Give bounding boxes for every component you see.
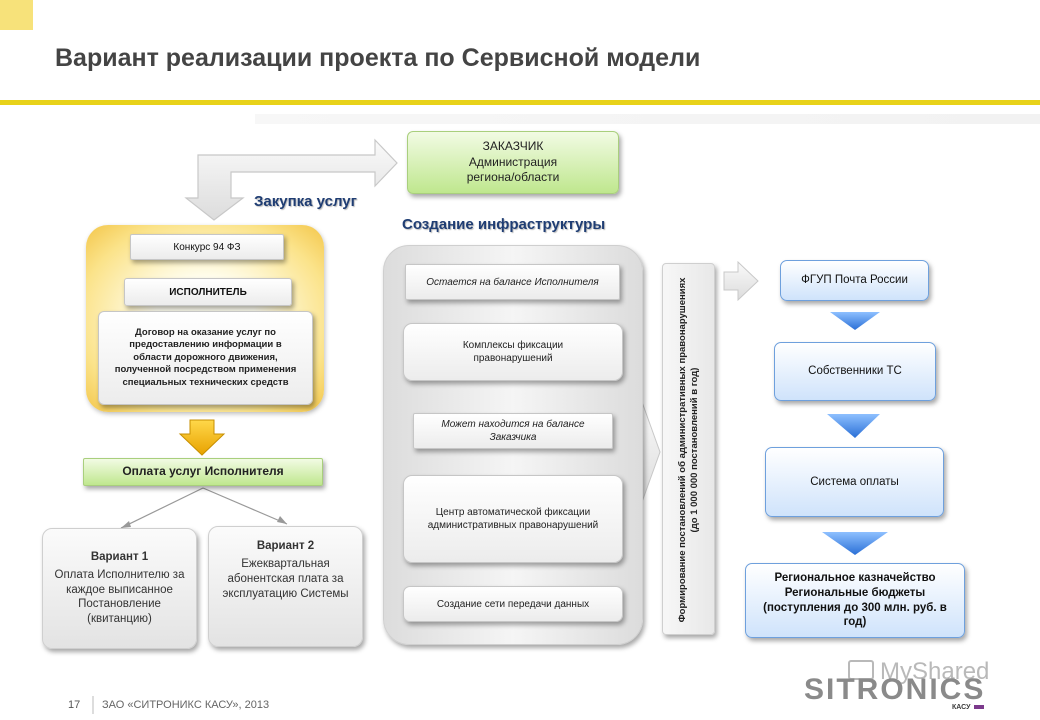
gold-down-arrow xyxy=(178,419,226,456)
infrastructure-title: Создание инфраструктуры xyxy=(402,216,606,233)
payment-system-box: Система оплаты xyxy=(765,447,944,517)
company-logo: SITRONICS xyxy=(804,673,986,706)
blue-arrow-2 xyxy=(827,414,880,438)
purchase-arrow xyxy=(184,138,398,221)
executor-balance-box: Остается на балансе Исполнителя xyxy=(405,264,620,300)
executor-box: ИСПОЛНИТЕЛЬ xyxy=(124,278,292,306)
center-label: Центр автоматической фиксации администра… xyxy=(427,507,599,531)
payment-box: Оплата услуг Исполнителя xyxy=(83,458,323,486)
contract-text: Договор на оказание услуг по предоставле… xyxy=(114,327,297,388)
complexes-label: Комплексы фиксации правонарушений xyxy=(462,340,564,364)
variant1-text: Оплата Исполнителю за каждое выписанное … xyxy=(54,568,185,626)
variant1-box: Вариант 1 Оплата Исполнителю за каждое в… xyxy=(42,528,197,649)
split-line-left xyxy=(120,487,204,529)
customer-balance-box: Может находится на балансе Заказчика xyxy=(413,413,613,449)
contest-label: Конкурс 94 ФЗ xyxy=(173,241,241,253)
purchase-label: Закупка услуг xyxy=(254,193,357,210)
decrees-box: Формирование постановлений об администра… xyxy=(662,263,715,635)
variant2-box: Вариант 2 Ежеквартальная абонентская пла… xyxy=(208,526,363,647)
owners-box: Собственники ТС xyxy=(774,342,936,401)
executor-label: ИСПОЛНИТЕЛЬ xyxy=(169,286,247,298)
page-title: Вариант реализации проекта по Сервисной … xyxy=(55,44,701,72)
owners-label: Собственники ТС xyxy=(808,365,902,378)
customer-title: ЗАКАЗЧИК xyxy=(482,139,544,154)
center-box: Центр автоматической фиксации администра… xyxy=(403,475,623,563)
network-label: Создание сети передачи данных xyxy=(436,598,590,610)
variant2-title: Вариант 2 xyxy=(256,540,315,552)
customer-line2: региона/области xyxy=(466,170,560,185)
executor-balance-label: Остается на балансе Исполнителя xyxy=(426,276,599,288)
post-label: ФГУП Почта России xyxy=(801,274,908,287)
logo-subtitle: КАСУ xyxy=(952,704,971,711)
split-line-right xyxy=(202,487,288,525)
logo-mark xyxy=(974,705,984,709)
watermark-icon xyxy=(848,660,874,680)
footer-text: ЗАО «СИТРОНИКС КАСУ», 2013 xyxy=(102,699,270,711)
blue-arrow-1 xyxy=(830,312,880,330)
payment-system-label: Система оплаты xyxy=(810,475,899,488)
treasury-box: Региональное казначейство Региональные б… xyxy=(745,563,965,638)
network-box: Создание сети передачи данных xyxy=(403,586,623,622)
payment-label: Оплата услуг Исполнителя xyxy=(122,464,284,479)
decrees-line1: Формирование постановлений об администра… xyxy=(677,277,689,623)
page-number: 17 xyxy=(68,699,81,711)
watermark-text: MyShared xyxy=(880,658,990,685)
post-box: ФГУП Почта России xyxy=(780,260,929,301)
post-arrow xyxy=(723,260,759,302)
variant1-title: Вариант 1 xyxy=(90,550,149,563)
contest-box: Конкурс 94 ФЗ xyxy=(130,234,284,260)
complexes-box: Комплексы фиксации правонарушений xyxy=(403,323,623,381)
ghost-band xyxy=(255,114,1040,124)
title-rule xyxy=(0,100,1040,105)
variant2-text: Ежеквартальная абонентская плата за эксп… xyxy=(222,557,349,600)
customer-line1: Администрация xyxy=(468,154,558,169)
blue-arrow-3 xyxy=(822,532,888,555)
customer-box: ЗАКАЗЧИК Администрация региона/области xyxy=(407,131,619,194)
customer-balance-label: Может находится на балансе Заказчика xyxy=(441,419,585,443)
corner-accent xyxy=(0,0,33,30)
treasury-label: Региональное казначейство Региональные б… xyxy=(763,571,947,629)
decrees-line2: (до 1 000 000 постановлений в год) xyxy=(689,367,700,533)
contract-box: Договор на оказание услуг по предоставле… xyxy=(98,311,313,405)
